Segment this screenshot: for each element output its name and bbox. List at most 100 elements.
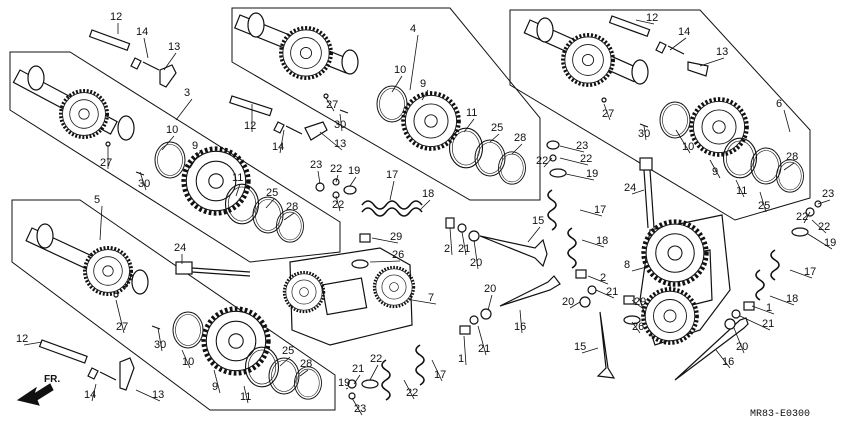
leader-line <box>351 397 363 416</box>
leader-line <box>335 195 341 212</box>
leader-line <box>699 57 725 67</box>
leader-line <box>595 289 615 299</box>
leader-line <box>527 226 541 243</box>
callout-label: 28 <box>514 132 526 144</box>
leader-line <box>403 379 415 400</box>
callout-label: 27 <box>100 157 112 169</box>
leader-line <box>631 265 651 272</box>
callout-label: 30 <box>138 178 150 190</box>
leader-line <box>319 131 343 151</box>
callout-label: 13 <box>152 389 164 401</box>
callout-label: 9 <box>420 78 426 90</box>
front-arrow-icon <box>16 383 54 406</box>
callout-label: 13 <box>334 138 346 150</box>
callout-label: 11 <box>736 185 747 197</box>
callout-label: 25 <box>282 345 294 357</box>
callout-label: 23 <box>576 140 588 152</box>
leader-line <box>353 374 361 385</box>
leader-line <box>559 145 585 153</box>
leader-line <box>431 359 443 382</box>
callout-label: 12 <box>646 12 658 24</box>
leader-line <box>411 299 437 305</box>
camshaft-3 <box>12 65 135 141</box>
callout-label: 27 <box>602 108 614 120</box>
callout-label: 13 <box>716 46 728 58</box>
callout-label: 17 <box>386 169 398 181</box>
callout-label: 27 <box>326 99 338 111</box>
bolts-24 <box>175 157 655 277</box>
callout-label: 2 <box>600 272 606 284</box>
leader-line <box>317 170 321 185</box>
leader-line <box>739 315 771 331</box>
leader-line <box>543 157 553 168</box>
leader-line <box>751 305 775 315</box>
callout-label: 17 <box>804 266 816 278</box>
callout-label: 26 <box>632 321 644 333</box>
callout-label: 19 <box>338 377 350 389</box>
leader-line <box>565 173 595 181</box>
panel-6-outline <box>509 9 811 221</box>
leader-line <box>91 383 97 402</box>
leader-line <box>157 327 163 352</box>
leader-line <box>489 133 500 143</box>
leader-line <box>631 299 643 309</box>
leader-line <box>735 179 745 198</box>
callout-label: 8 <box>624 259 630 271</box>
callout-label: 16 <box>514 321 526 333</box>
callout-label: 19 <box>586 168 598 180</box>
leader-line <box>175 98 193 121</box>
leader-line <box>235 183 241 197</box>
leader-line <box>369 260 401 263</box>
leader-line <box>345 387 349 390</box>
leader-line <box>283 212 295 221</box>
callout-label: 21 <box>352 363 364 375</box>
leader-line <box>669 37 687 51</box>
leader-line <box>581 239 605 248</box>
leader-line <box>135 389 161 402</box>
callout-label: 9 <box>712 166 718 178</box>
leader-line <box>299 369 309 377</box>
callout-label: 22 <box>330 163 342 175</box>
callout-label: 18 <box>786 293 798 305</box>
leader-line <box>709 159 721 179</box>
rocker-parts <box>38 15 709 391</box>
callout-label: 15 <box>532 215 544 227</box>
callout-label: 24 <box>624 182 636 194</box>
leader-line <box>559 157 589 166</box>
callout-label: 22 <box>796 211 808 223</box>
leader-line <box>643 125 647 141</box>
camshaft-4 <box>233 12 359 80</box>
callout-label: 30 <box>154 339 166 351</box>
leader-line <box>419 199 431 211</box>
callout-label: 10 <box>682 141 694 153</box>
callout-label: 6 <box>776 98 782 110</box>
panel-5-outline <box>11 199 336 411</box>
callout-label: 10 <box>182 356 194 368</box>
callout-label: 1 <box>458 353 464 365</box>
callout-label: 20 <box>736 341 748 353</box>
callout-label: 25 <box>266 187 278 199</box>
callout-label: 14 <box>678 26 690 38</box>
leader-line <box>163 52 177 71</box>
leader-line <box>783 162 795 171</box>
callout-label: 22 <box>818 221 830 233</box>
leader-line <box>243 385 249 404</box>
leader-line <box>349 176 357 187</box>
callout-label: 28 <box>286 201 298 213</box>
callout-label: 23 <box>354 403 366 415</box>
leader-line <box>161 135 175 151</box>
camshaft-5 <box>25 223 149 297</box>
leader-line <box>473 239 479 270</box>
leader-line <box>733 327 745 354</box>
leader-line <box>569 301 581 309</box>
callout-label: 22 <box>370 353 382 365</box>
leader-line <box>811 219 827 234</box>
callout-label: 27 <box>116 321 128 333</box>
callout-label: 20 <box>484 283 496 295</box>
callout-label: 28 <box>300 358 312 370</box>
leader-line <box>803 211 811 224</box>
callout-label: 23 <box>822 188 834 200</box>
